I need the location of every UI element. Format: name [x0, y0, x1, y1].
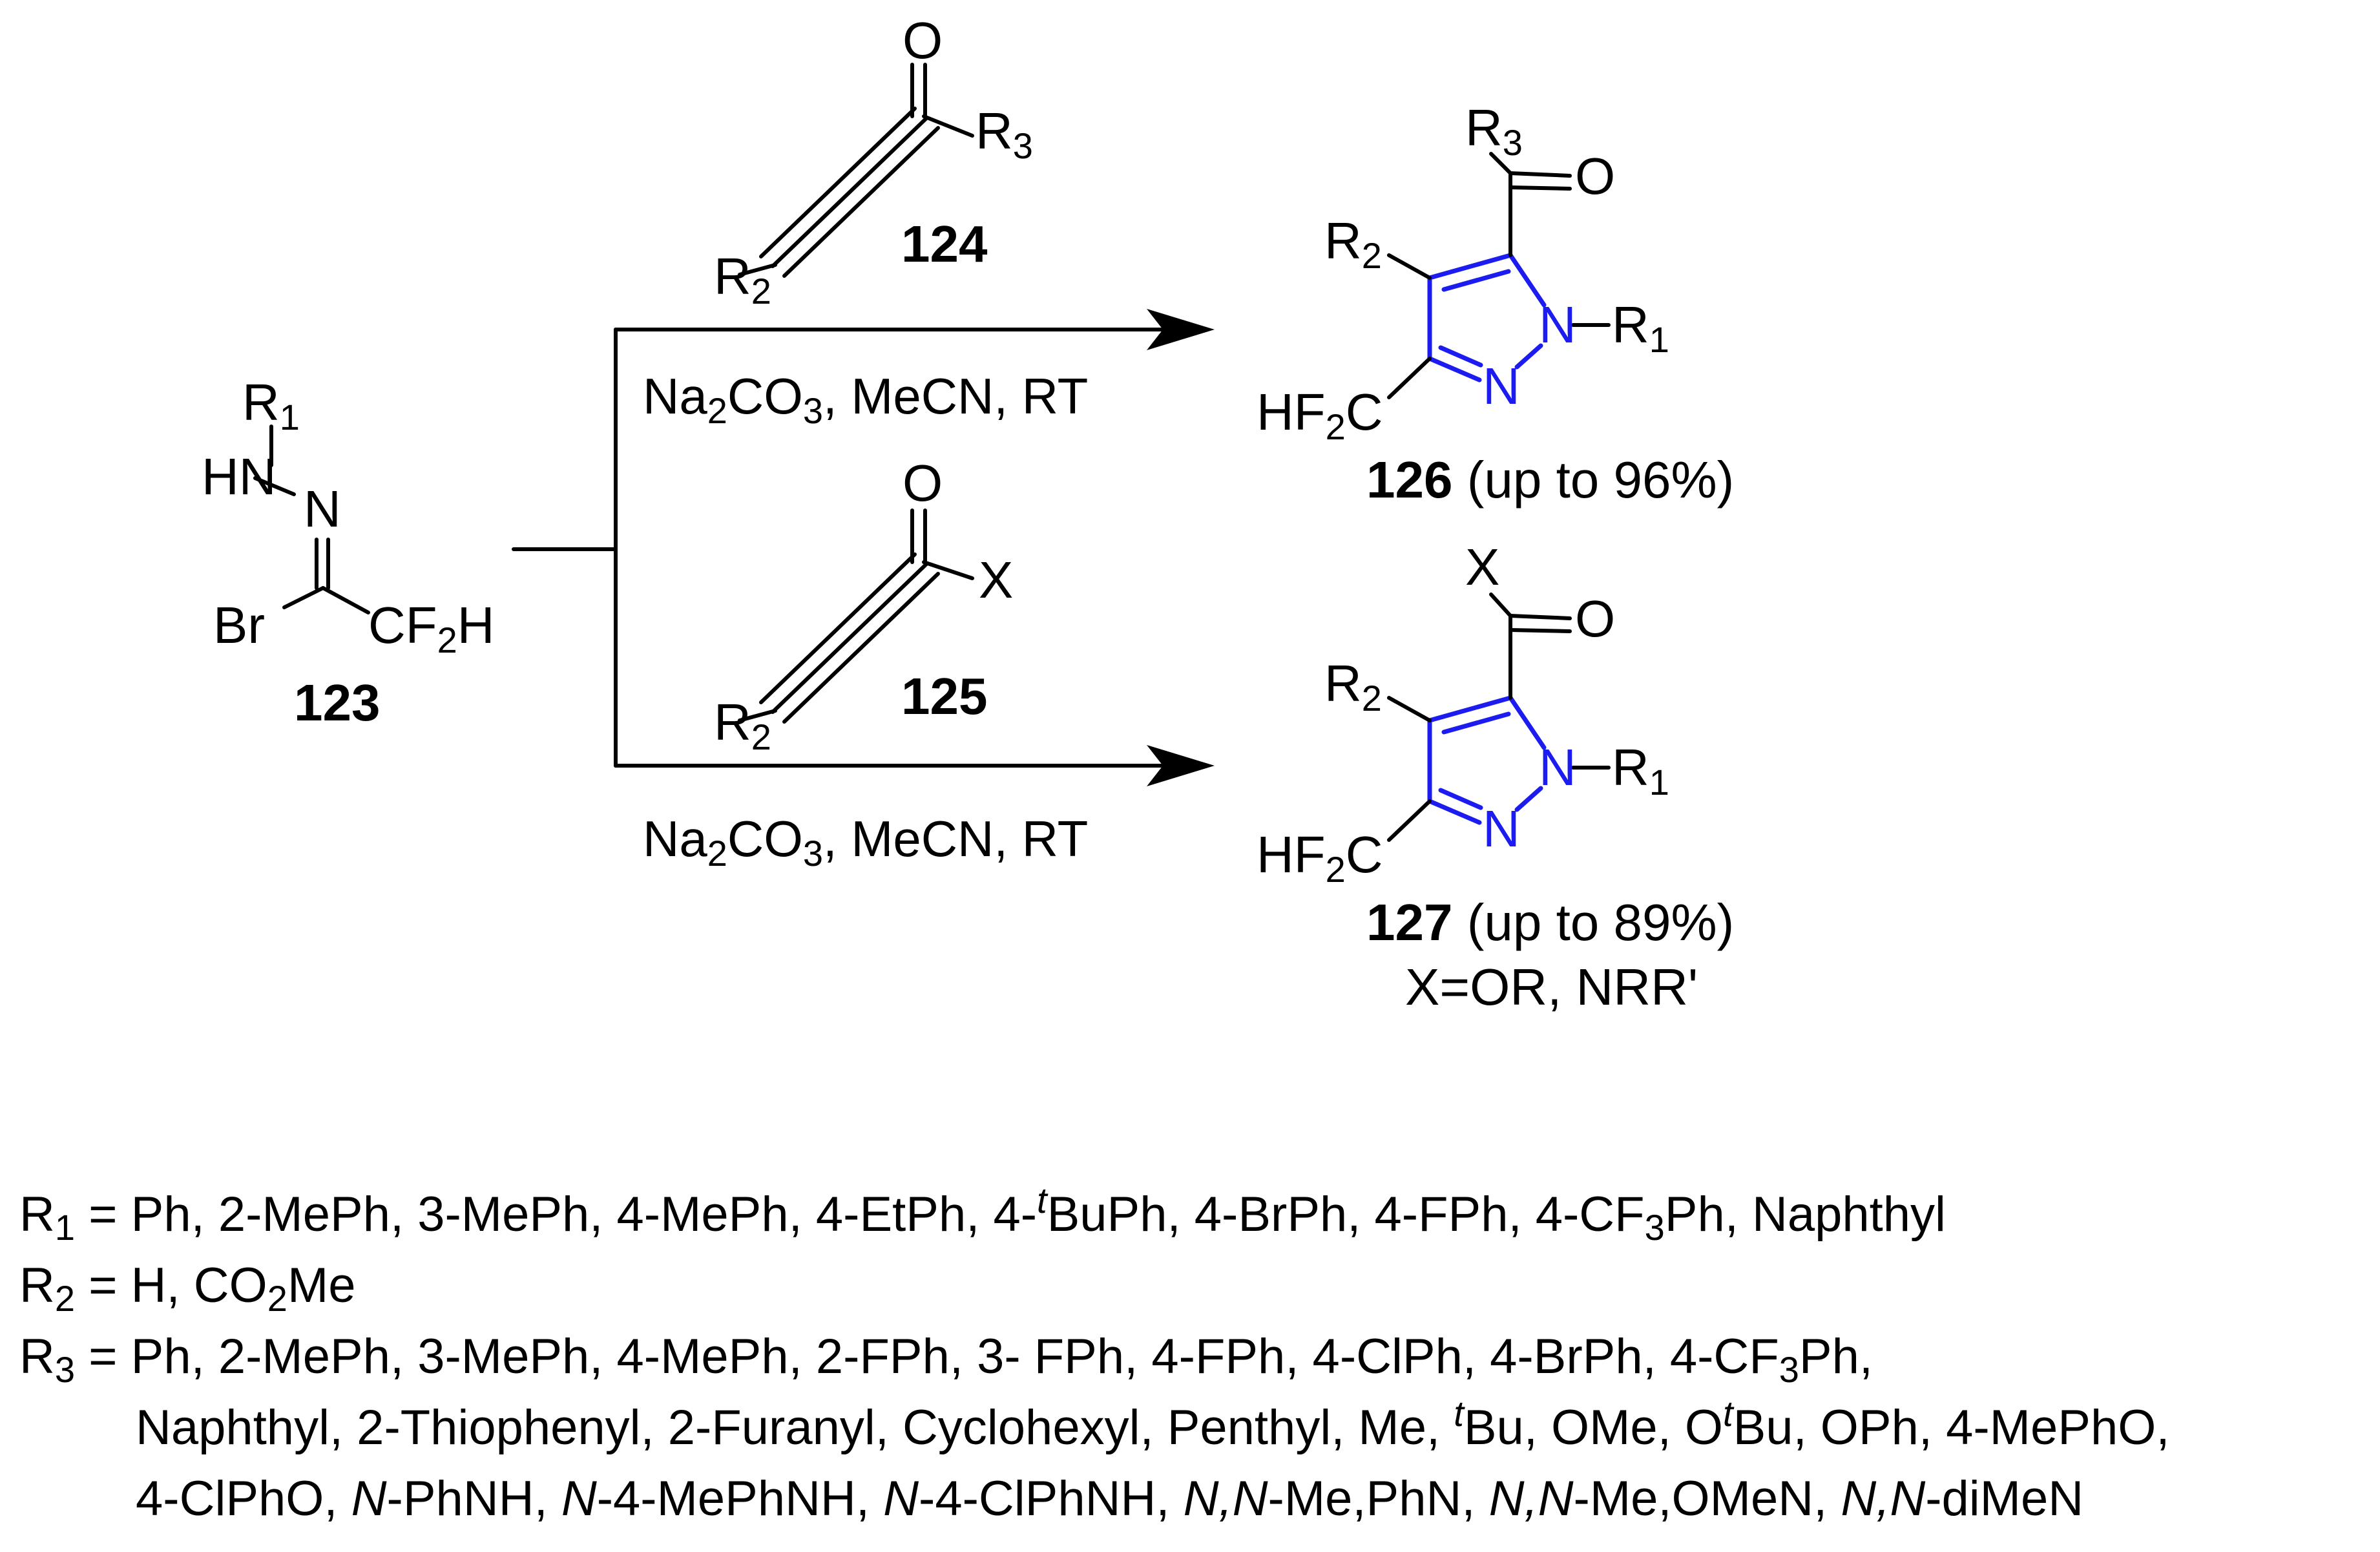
- atom-cf2h: HF2C: [1257, 383, 1383, 447]
- bond-alkyne-b: [771, 116, 928, 268]
- atom-n: N: [304, 480, 341, 538]
- atom-r1: R1: [1612, 296, 1669, 360]
- conditions-top: Na2CO3, MeCN, RT: [643, 368, 1088, 431]
- ring-bond-n2-c3: [1427, 799, 1482, 825]
- atom-r1: R1: [242, 373, 300, 437]
- atom-br: Br: [213, 596, 265, 654]
- bond-c3-cf2h: [1387, 357, 1432, 399]
- conditions-bottom: Na2CO3, MeCN, RT: [643, 810, 1088, 874]
- atom-x: X: [979, 551, 1013, 609]
- atom-r3: R3: [1465, 99, 1523, 163]
- atom-n2: N: [1483, 800, 1520, 857]
- bond-carbonyl-o-a: [1508, 171, 1572, 178]
- bond-alkyne-a: [759, 107, 917, 258]
- atom-r2: R2: [714, 693, 771, 757]
- bond-c-cf2h: [321, 586, 370, 614]
- atom-r2: R2: [1324, 212, 1382, 276]
- compound-number-123: 123: [294, 674, 380, 731]
- bond-alkyne-c: [782, 126, 940, 278]
- product-126-label: 126 (up to 96%): [1366, 451, 1734, 509]
- atom-o: O: [903, 12, 943, 69]
- compound-number-125: 125: [901, 667, 987, 725]
- atom-r3: R3: [976, 102, 1033, 166]
- atom-n1: N: [1539, 739, 1576, 796]
- atom-r1: R1: [1612, 739, 1669, 802]
- atom-x: X: [1465, 538, 1499, 596]
- bond-alkyne-c: [782, 572, 940, 724]
- bond-nh-n: [253, 476, 296, 496]
- ring-bond-n2-c3: [1427, 356, 1482, 383]
- reaction-arrows: [512, 309, 1215, 786]
- atom-r2: R2: [1324, 655, 1382, 718]
- ring-bond-n1-n2: [1514, 343, 1543, 370]
- arrow-bottom-head: [1147, 745, 1215, 786]
- product-127-label: 127 (up to 89%): [1366, 894, 1734, 951]
- reactant-123: R1 HN N Br CF2H 123: [202, 373, 495, 731]
- bond-carbonyl-r3: [1489, 152, 1512, 175]
- bond-alkyne-a: [759, 552, 917, 704]
- ring-bond-c4-c5-inner: [1441, 711, 1511, 735]
- arrow-top-head: [1147, 309, 1215, 350]
- reagent-125: O X R2 125: [714, 454, 1013, 757]
- bond-c3-cf2h: [1387, 799, 1432, 842]
- bond-alkyne-b: [771, 562, 928, 714]
- atom-hn: HN: [202, 448, 277, 505]
- ring-bond-c4-c5: [1427, 695, 1513, 723]
- bond-carbonyl-o-a: [1508, 614, 1572, 620]
- legend-r1: R1 = Ph, 2-MePh, 3-MePh, 4-MePh, 4-EtPh,…: [19, 1180, 1946, 1248]
- ring-bond-c4-c5-inner: [1441, 269, 1511, 292]
- atom-n1: N: [1539, 296, 1576, 353]
- bond-c4-r2: [1387, 696, 1432, 722]
- ring-bond-n2-c3-inner: [1438, 345, 1483, 368]
- product-127: X O R2 N R1 N HF2C 127 (up to 89%) X=OR,…: [1257, 538, 1734, 1016]
- atom-o: O: [903, 454, 943, 512]
- bond-alkyne-r2: [738, 709, 777, 722]
- ring-bond-n1-n2: [1514, 786, 1543, 812]
- atom-n2: N: [1483, 357, 1520, 415]
- ring-bond-n2-c3-inner: [1438, 788, 1483, 810]
- atom-o: O: [1575, 590, 1615, 647]
- reagent-124: O R3 R2 124: [714, 12, 1033, 311]
- bond-c-x: [922, 560, 974, 580]
- bond-carbonyl-o-b: [1508, 628, 1572, 633]
- legend-r2: R2 = H, CO2Me: [19, 1258, 356, 1319]
- bond-c-br: [282, 586, 325, 609]
- compound-number-124: 124: [901, 215, 988, 273]
- atom-cf2h: CF2H: [368, 596, 495, 660]
- product-126: R3 O R2 N R1 N HF2C 126 (up to 96%): [1257, 99, 1734, 509]
- atom-r2: R2: [714, 247, 771, 311]
- atom-o: O: [1575, 147, 1615, 205]
- bond-c4-r2: [1387, 253, 1432, 280]
- bond-carbonyl-o-b: [1508, 185, 1572, 191]
- ring-bond-c5-n1: [1508, 695, 1547, 750]
- legend-r3-line1: R3 = Ph, 2-MePh, 3-MePh, 4-MePh, 2-FPh, …: [19, 1329, 1873, 1390]
- ring-bond-c4-c5: [1427, 253, 1513, 280]
- bond-carbonyl-x: [1489, 592, 1512, 618]
- substituent-legend: R1 = Ph, 2-MePh, 3-MePh, 4-MePh, 4-EtPh,…: [19, 1180, 2169, 1526]
- product-127-note: X=OR, NRR': [1405, 958, 1698, 1016]
- legend-r3-line2: Naphthyl, 2-Thiophenyl, 2-Furanyl, Cyclo…: [136, 1393, 2169, 1455]
- atom-cf2h: HF2C: [1257, 826, 1383, 890]
- ring-bond-c5-n1: [1508, 253, 1547, 308]
- bond-alkyne-r2: [738, 263, 777, 277]
- legend-r3-line3: 4-ClPhO, N-PhNH, N-4-MePhNH, N-4-ClPhNH,…: [136, 1471, 2083, 1526]
- bond-c-r3: [922, 114, 974, 138]
